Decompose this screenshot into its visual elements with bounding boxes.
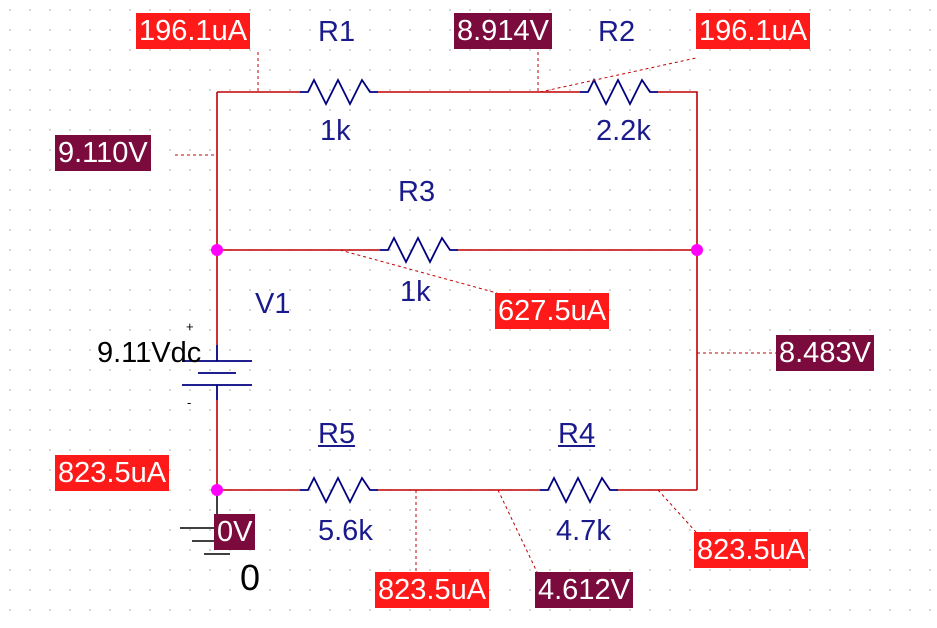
r3-value: 1k: [400, 276, 431, 308]
r4-value: 4.7k: [556, 515, 611, 547]
r4-symbol: [540, 475, 618, 505]
wires: [216, 91, 698, 491]
probe-leaders: [175, 52, 776, 573]
v1-ref: V1: [255, 288, 291, 320]
junction-bottom-left: [211, 484, 223, 496]
probe-voltage-top-left: 9.110V: [55, 135, 151, 171]
r1-value: 1k: [320, 115, 351, 147]
v1-plus-sign: +: [186, 319, 194, 334]
probe-current-r5: 823.5uA: [375, 572, 490, 608]
junction-right-mid: [691, 244, 703, 256]
v1-battery-symbol: [182, 345, 252, 400]
resistors: [300, 77, 658, 505]
probe-current-r1: 196.1uA: [136, 13, 251, 49]
v1-value: 9.11Vdc: [97, 337, 202, 369]
probe-voltage-r1-r2: 8.914V: [454, 13, 552, 49]
r3-ref: R3: [398, 176, 436, 208]
r1-ref: R1: [318, 16, 356, 48]
r1-symbol: [300, 77, 378, 107]
probe-voltage-r5-r4: 4.612V: [535, 572, 633, 608]
probe-current-r3: 627.5uA: [495, 293, 610, 329]
junctions: [211, 244, 703, 496]
probe-voltage-ground: 0V: [214, 514, 256, 550]
probe-current-r4: 823.5uA: [694, 532, 809, 568]
r5-value: 5.6k: [318, 515, 373, 547]
r2-ref: R2: [598, 16, 636, 48]
r5-ref: R5: [318, 418, 356, 450]
junction-left-mid: [211, 244, 223, 256]
v1-minus-sign: -: [187, 395, 192, 410]
wire-top-right: [658, 91, 698, 250]
r3-symbol: [380, 235, 458, 265]
r2-symbol: [580, 77, 658, 107]
r2-value: 2.2k: [596, 115, 651, 147]
probe-current-v1: 823.5uA: [55, 455, 170, 491]
probe-voltage-right: 8.483V: [776, 335, 874, 371]
r5-symbol: [300, 475, 378, 505]
ground-node-name: 0: [240, 557, 261, 598]
probe-current-r2: 196.1uA: [696, 13, 811, 49]
r4-ref: R4: [558, 418, 596, 450]
